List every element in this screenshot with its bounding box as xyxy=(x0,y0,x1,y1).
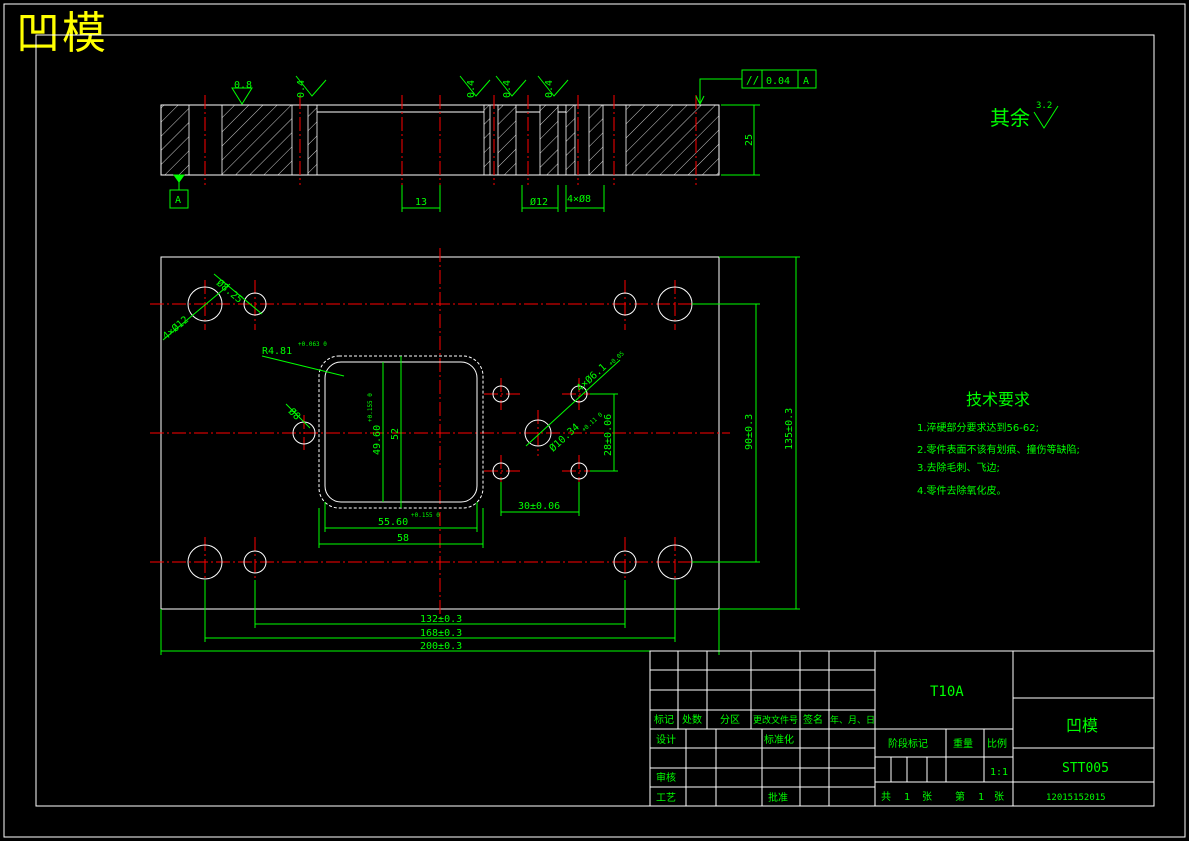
tb-standardize: 标准化 xyxy=(764,733,794,746)
tb-header-sign: 签名 xyxy=(803,713,823,726)
datum-label: A xyxy=(175,195,181,206)
finish-mark-5: 0.4 xyxy=(544,80,555,98)
finish-mark-4: 0.4 xyxy=(502,80,513,98)
plan-dimensions xyxy=(160,256,800,655)
corner-title: 凹模 xyxy=(16,8,108,59)
dim-d10-tol: +0.11 0 xyxy=(581,411,605,433)
finish-mark-2: 0.4 xyxy=(296,80,307,98)
dim-inner-w: 55.60 xyxy=(378,517,408,528)
section-hatching xyxy=(160,104,720,176)
rest-finish-symbol xyxy=(1033,105,1059,129)
tb-material: T10A xyxy=(930,684,964,700)
dim-132: 132±0.3 xyxy=(420,614,462,625)
datum-marker xyxy=(169,174,189,209)
finish-mark-1: 0.8 xyxy=(234,80,252,91)
tolerance-frame xyxy=(695,69,817,106)
dim-thickness: 25 xyxy=(744,134,755,146)
tolerance-symbol: // xyxy=(746,74,759,87)
dim-4x61-tol: +0.05 xyxy=(608,350,626,368)
section-dimensions xyxy=(401,104,760,212)
tech-req-title: 技术要求 xyxy=(966,390,1030,409)
rest-value: 3.2 xyxy=(1036,101,1052,111)
tb-stage: 阶段标记 xyxy=(888,737,928,750)
dim-90: 90±0.3 xyxy=(744,414,755,450)
dim-4x61: 4×Ø6.1 xyxy=(574,361,609,394)
dim-inner-h: 49.60 xyxy=(372,425,383,455)
plan-view: 200±0.3 168±0.3 132±0.3 135±0.3 90±0.3 5… xyxy=(150,248,800,655)
dim-outer-w: 58 xyxy=(397,533,409,544)
dim-d10: Ø10.34 xyxy=(547,421,582,454)
tb-part-name: 凹模 xyxy=(1066,716,1098,735)
tb-header-date: 年、月、日 xyxy=(830,714,875,726)
tb-weight: 重量 xyxy=(953,737,973,750)
technical-requirements: 技术要求 1.淬硬部分要求达到56-62; 2.零件表面不该有划痕、撞伤等缺陷;… xyxy=(917,390,1080,497)
tb-page-sheet: 张 xyxy=(994,791,1004,803)
tb-scale-label: 比例 xyxy=(987,737,1007,750)
dim-inner-w-tol: +0.155 0 xyxy=(411,512,440,519)
dim-135: 135±0.3 xyxy=(784,408,795,450)
tb-approve: 批准 xyxy=(768,791,788,804)
tolerance-value: 0.04 xyxy=(766,76,790,87)
surface-finish-marks xyxy=(231,75,569,105)
finish-mark-3: 0.4 xyxy=(466,80,477,98)
dim-200: 200±0.3 xyxy=(420,641,462,652)
tolerance-datum: A xyxy=(803,76,809,87)
tb-student-no: 12015152015 xyxy=(1046,793,1106,803)
tb-header-doc: 更改文件号 xyxy=(753,714,798,726)
dim-d8: Ø8 xyxy=(286,406,303,423)
dim-4x12: 4×Ø12 xyxy=(160,314,191,343)
tb-header-mark: 标记 xyxy=(654,714,674,726)
tb-header-zone: 分区 xyxy=(720,714,740,726)
dim-168: 168±0.3 xyxy=(420,628,462,639)
dim-13: 13 xyxy=(415,197,427,208)
tb-review: 审核 xyxy=(656,771,676,784)
tb-page-n: 1 xyxy=(978,792,984,803)
tech-req-item: 1.淬硬部分要求达到56-62; xyxy=(917,421,1039,434)
dim-4x: 4×Ø8 xyxy=(567,193,591,205)
dim-radius: R4.81 xyxy=(262,346,292,357)
tech-req-item: 4.零件去除氧化皮。 xyxy=(917,484,1007,497)
tb-drawing-no: STT005 xyxy=(1062,761,1109,776)
dim-d12: Ø12 xyxy=(530,196,548,208)
dim-radius-tol: +0.063 0 xyxy=(298,341,327,348)
tb-scale: 1:1 xyxy=(990,767,1008,778)
tb-sheet: 张 xyxy=(922,791,932,803)
tb-header-count: 处数 xyxy=(682,713,702,726)
tech-req-item: 2.零件表面不该有划痕、撞伤等缺陷; xyxy=(917,443,1080,456)
sheet-border xyxy=(3,3,1186,838)
section-centerlines xyxy=(204,95,697,185)
tb-page: 第 xyxy=(955,790,965,803)
section-view: 0.8 0.4 0.4 0.4 0.4 // 0.04 A A xyxy=(160,69,1059,212)
dim-28: 28±0.06 xyxy=(603,414,614,456)
tb-total: 共 xyxy=(881,791,891,803)
tech-req-item: 3.去除毛刺、飞边; xyxy=(917,461,1000,474)
dim-outer-h: 52 xyxy=(390,428,401,440)
title-block: 标记 处数 分区 更改文件号 签名 年、月、日 设计 标准化 审核 工艺 批准 … xyxy=(649,650,1155,807)
rest-label: 其余 xyxy=(990,106,1030,130)
dim-inner-h-tol: +0.155 0 xyxy=(367,393,374,422)
tb-process: 工艺 xyxy=(656,792,676,804)
dim-8-25: Ø8.25 xyxy=(214,277,245,306)
dim-30: 30±0.06 xyxy=(518,501,560,512)
tb-total-n: 1 xyxy=(904,792,910,803)
tb-design: 设计 xyxy=(656,733,676,746)
